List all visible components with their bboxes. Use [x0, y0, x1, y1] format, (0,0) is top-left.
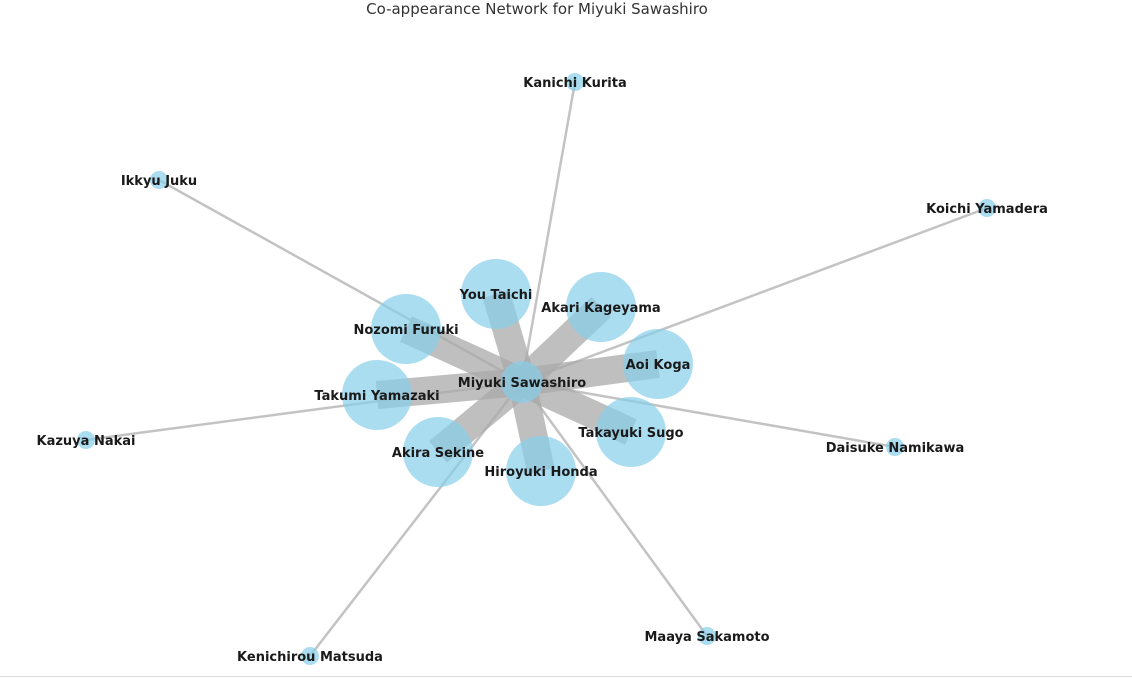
node-label-kazuya: Kazuya Nakai — [37, 434, 136, 449]
node-you — [461, 259, 531, 329]
node-kenichirou — [301, 647, 319, 665]
node-label-hiroyuki: Hiroyuki Honda — [484, 465, 597, 480]
node-takayuki — [596, 397, 666, 467]
edge-miyuki-kenichirou — [309, 381, 523, 657]
node-label-nozomi: Nozomi Furuki — [353, 323, 458, 338]
edge-miyuki-ikkyu — [158, 178, 523, 384]
node-ikkyu — [150, 171, 168, 189]
node-label-daisuke: Daisuke Namikawa — [826, 441, 965, 456]
node-label-kenichirou: Kenichirou Matsuda — [237, 650, 383, 665]
node-hiroyuki — [506, 436, 576, 506]
node-nozomi — [371, 294, 441, 364]
node-kanichi — [566, 73, 584, 91]
diagram-title: Co-appearance Network for Miyuki Sawashi… — [366, 0, 708, 18]
node-label-takayuki: Takayuki Sugo — [578, 426, 683, 441]
edge-miyuki-kazuya — [85, 380, 523, 442]
edge-miyuki-maaya — [520, 381, 709, 637]
node-label-takumi: Takumi Yamazaki — [314, 389, 439, 404]
edge-miyuki-koichi — [521, 206, 988, 384]
node-label-you: You Taichi — [459, 288, 533, 303]
node-label-ikkyu: Ikkyu Juku — [121, 174, 197, 189]
node-akira — [403, 417, 473, 487]
node-label-kanichi: Kanichi Kurita — [523, 76, 626, 91]
node-koichi — [978, 199, 996, 217]
node-label-miyuki: Miyuki Sawashiro — [458, 376, 587, 391]
node-maaya — [698, 627, 716, 645]
node-miyuki — [501, 361, 543, 403]
node-kazuya — [77, 431, 95, 449]
node-layer — [77, 73, 996, 665]
bottom-divider — [0, 676, 1132, 677]
node-label-akari: Akari Kageyama — [541, 301, 660, 316]
node-label-aoi: Aoi Koga — [626, 358, 691, 373]
node-takumi — [342, 360, 412, 430]
node-label-koichi: Koichi Yamadera — [926, 202, 1048, 217]
edge-miyuki-daisuke — [521, 380, 896, 449]
node-aoi — [623, 329, 693, 399]
edge-miyuki-kanichi — [520, 81, 577, 383]
node-akari — [566, 272, 636, 342]
node-label-akira: Akira Sekine — [392, 446, 484, 461]
node-label-maaya: Maaya Sakamoto — [644, 630, 769, 645]
node-daisuke — [886, 438, 904, 456]
